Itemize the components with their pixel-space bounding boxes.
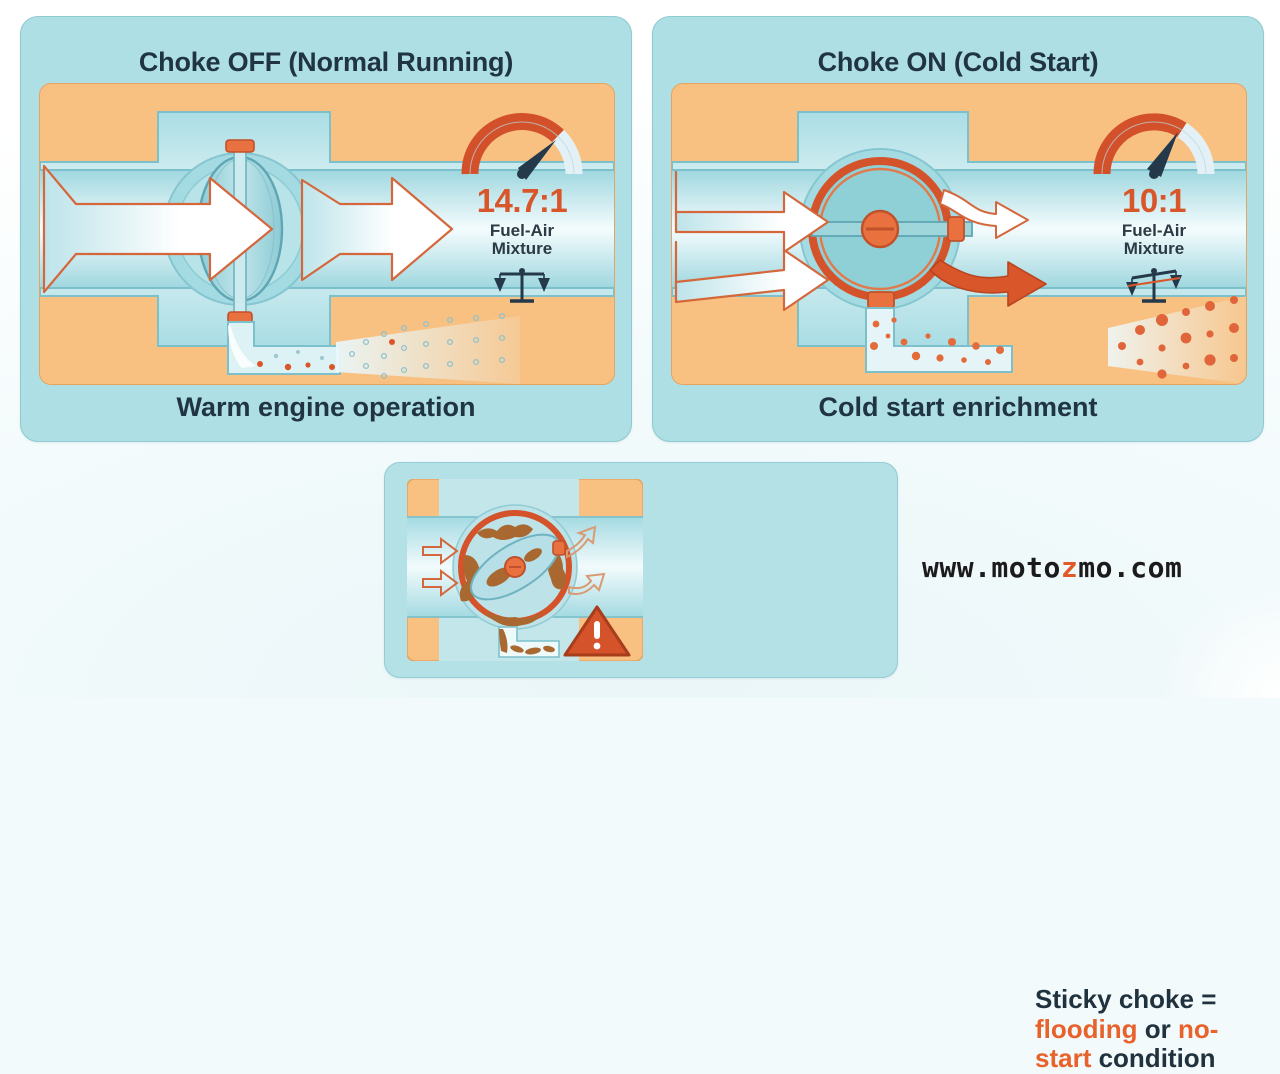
- gauge-arc-lean: [1177, 122, 1215, 175]
- gauge-needle-right: [1147, 132, 1178, 177]
- gum-on-plate: [486, 548, 542, 587]
- gauge-needle-left: [518, 140, 556, 180]
- bypass-flow-arrow: [939, 189, 1029, 239]
- weak-airflow-arrows: [422, 537, 459, 597]
- afr-ratio-right: 10:1: [1121, 182, 1187, 219]
- carb-svg-closed: [672, 111, 1246, 384]
- fuel-spray-cone: [336, 316, 520, 384]
- gauge-arc-lean: [551, 129, 583, 175]
- rich-fuel-droplets: [870, 317, 1004, 365]
- watermark-suffix: mo.com: [1078, 551, 1183, 584]
- shaft-end-collar: [552, 540, 566, 556]
- watermark-prefix: www.moto: [922, 551, 1061, 584]
- mist-particles: [348, 312, 506, 380]
- highlight-flooding: flooding: [1035, 1013, 1138, 1044]
- sticky-choke-message: Sticky choke = flooding or no-start cond…: [1035, 984, 1255, 1074]
- shaft-end-collar: [947, 216, 965, 242]
- lean-fuel-droplets: [257, 350, 335, 371]
- afr-label-left: Fuel-Air Mixture: [489, 221, 555, 259]
- airflow-arrow-in-upper: [674, 170, 830, 254]
- panel-sticky-choke: Sticky choke = flooding or no-start cond…: [384, 462, 1218, 1073]
- gauge-arc-rich: [461, 113, 564, 175]
- fuel-stream: [228, 324, 256, 368]
- panel-left-caption: Warm engine operation: [176, 392, 476, 422]
- corner-highlight-bottom-right: [1160, 578, 1280, 698]
- condition-word: condition: [1091, 1043, 1216, 1074]
- afr-gauge-left: [461, 113, 583, 180]
- panel-left-title: Choke OFF (Normal Running): [138, 47, 514, 77]
- gauge-hub-right: [1149, 169, 1159, 179]
- carburetor-diagram-choke-on: 10:1 Fuel-Air Mixture: [671, 83, 1247, 385]
- warning-triangle-icon: [563, 605, 631, 657]
- airflow-arrow-in-lower: [674, 240, 830, 312]
- afr-gauge-right: [1093, 113, 1215, 179]
- gauge-hub-left: [517, 169, 527, 179]
- carburetor-diagram-choke-off: 14.7:1 Fuel-Air Mixture: [39, 83, 615, 385]
- balance-scale-icon-tilted: [1064, 265, 1244, 307]
- rich-mixture-arrow: [929, 259, 1047, 307]
- afr-gauge-block-left: 14.7:1 Fuel-Air Mixture: [432, 108, 612, 307]
- afr-ratio-left: 14.7:1: [476, 182, 568, 219]
- fuel-spray-cone: [1108, 296, 1246, 384]
- fuel-jet-passage: [865, 307, 1013, 373]
- mist-fuel-dot: [389, 339, 395, 345]
- sticky-choke-diagram: [407, 479, 643, 661]
- panel-choke-on: Choke ON (Cold Start): [652, 16, 1264, 442]
- conjunction-or: or: [1137, 1013, 1178, 1044]
- balance-scale-icon: [432, 265, 612, 307]
- shaft-top-collar: [225, 139, 255, 153]
- rich-spray-particles: [1118, 296, 1239, 379]
- fuel-flood-globs: [499, 629, 555, 655]
- afr-gauge-block-right: 10:1 Fuel-Air Mixture: [1064, 108, 1244, 307]
- site-watermark: www.motozmo.com: [922, 551, 1182, 584]
- carb-svg-open: [40, 111, 614, 384]
- afr-label-right: Fuel-Air Mixture: [1121, 221, 1187, 259]
- disturbed-outflow-arrows: [566, 525, 606, 595]
- airflow-arrow-out: [300, 176, 454, 282]
- watermark-accent-char: z: [1060, 551, 1079, 584]
- sticky-line-1: Sticky choke =: [1035, 984, 1217, 1014]
- plate-bottom-tab: [867, 291, 895, 309]
- panel-right-caption: Cold start enrichment: [818, 392, 1098, 422]
- panel-right-title: Choke ON (Cold Start): [817, 47, 1099, 77]
- panel-choke-off: Choke OFF (Normal Running): [20, 16, 632, 442]
- airflow-arrow-in: [42, 164, 274, 294]
